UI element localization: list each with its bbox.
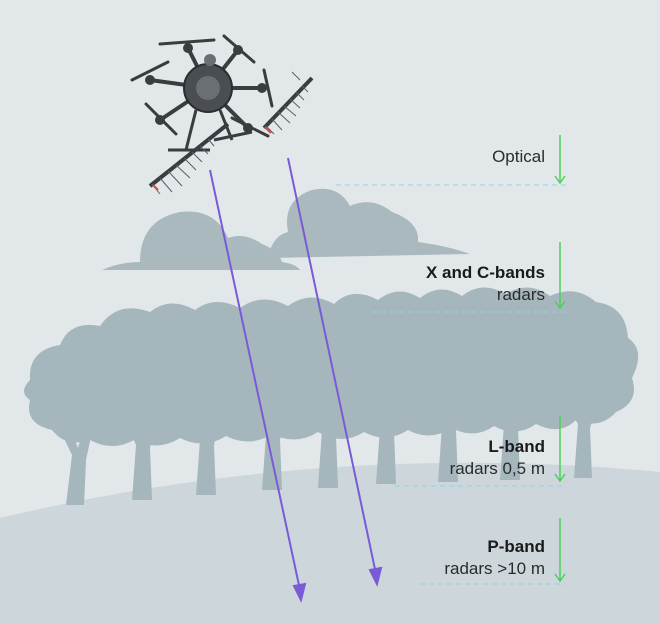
cloud-left [102, 211, 300, 270]
band-label-optical: Optical [492, 146, 545, 168]
hexacopter-drone-icon [130, 34, 274, 152]
band-title: P-band [487, 537, 545, 556]
beam-right [287, 157, 377, 575]
radar-beams [209, 157, 383, 603]
cloud-right [268, 188, 470, 258]
down-arrow-icon [554, 416, 566, 483]
green-arrows [554, 135, 566, 583]
band-subtitle: radars >10 m [444, 559, 545, 578]
tree-canopy [24, 287, 639, 446]
down-arrow-icon [554, 242, 566, 310]
band-title: L-band [488, 437, 545, 456]
band-title: X and C-bands [425, 263, 545, 282]
down-arrow-icon [554, 518, 566, 583]
beam-left [209, 169, 301, 591]
band-label-p: P-band radars >10 m [444, 536, 545, 580]
log-periodic-antenna-icon [262, 71, 314, 135]
band-subtitle: radars [496, 285, 545, 304]
ground [0, 462, 660, 623]
band-label-xc: X and C-bands radars [426, 262, 545, 306]
band-title: Optical [492, 147, 545, 166]
level-lines [336, 184, 566, 585]
down-arrow-icon [554, 135, 566, 185]
beam-right-arrowhead [368, 566, 383, 587]
band-label-l: L-band radars 0,5 m [450, 436, 545, 480]
band-subtitle: radars 0,5 m [449, 459, 545, 478]
beam-left-arrowhead [292, 582, 307, 603]
log-periodic-antenna-icon [148, 122, 230, 195]
